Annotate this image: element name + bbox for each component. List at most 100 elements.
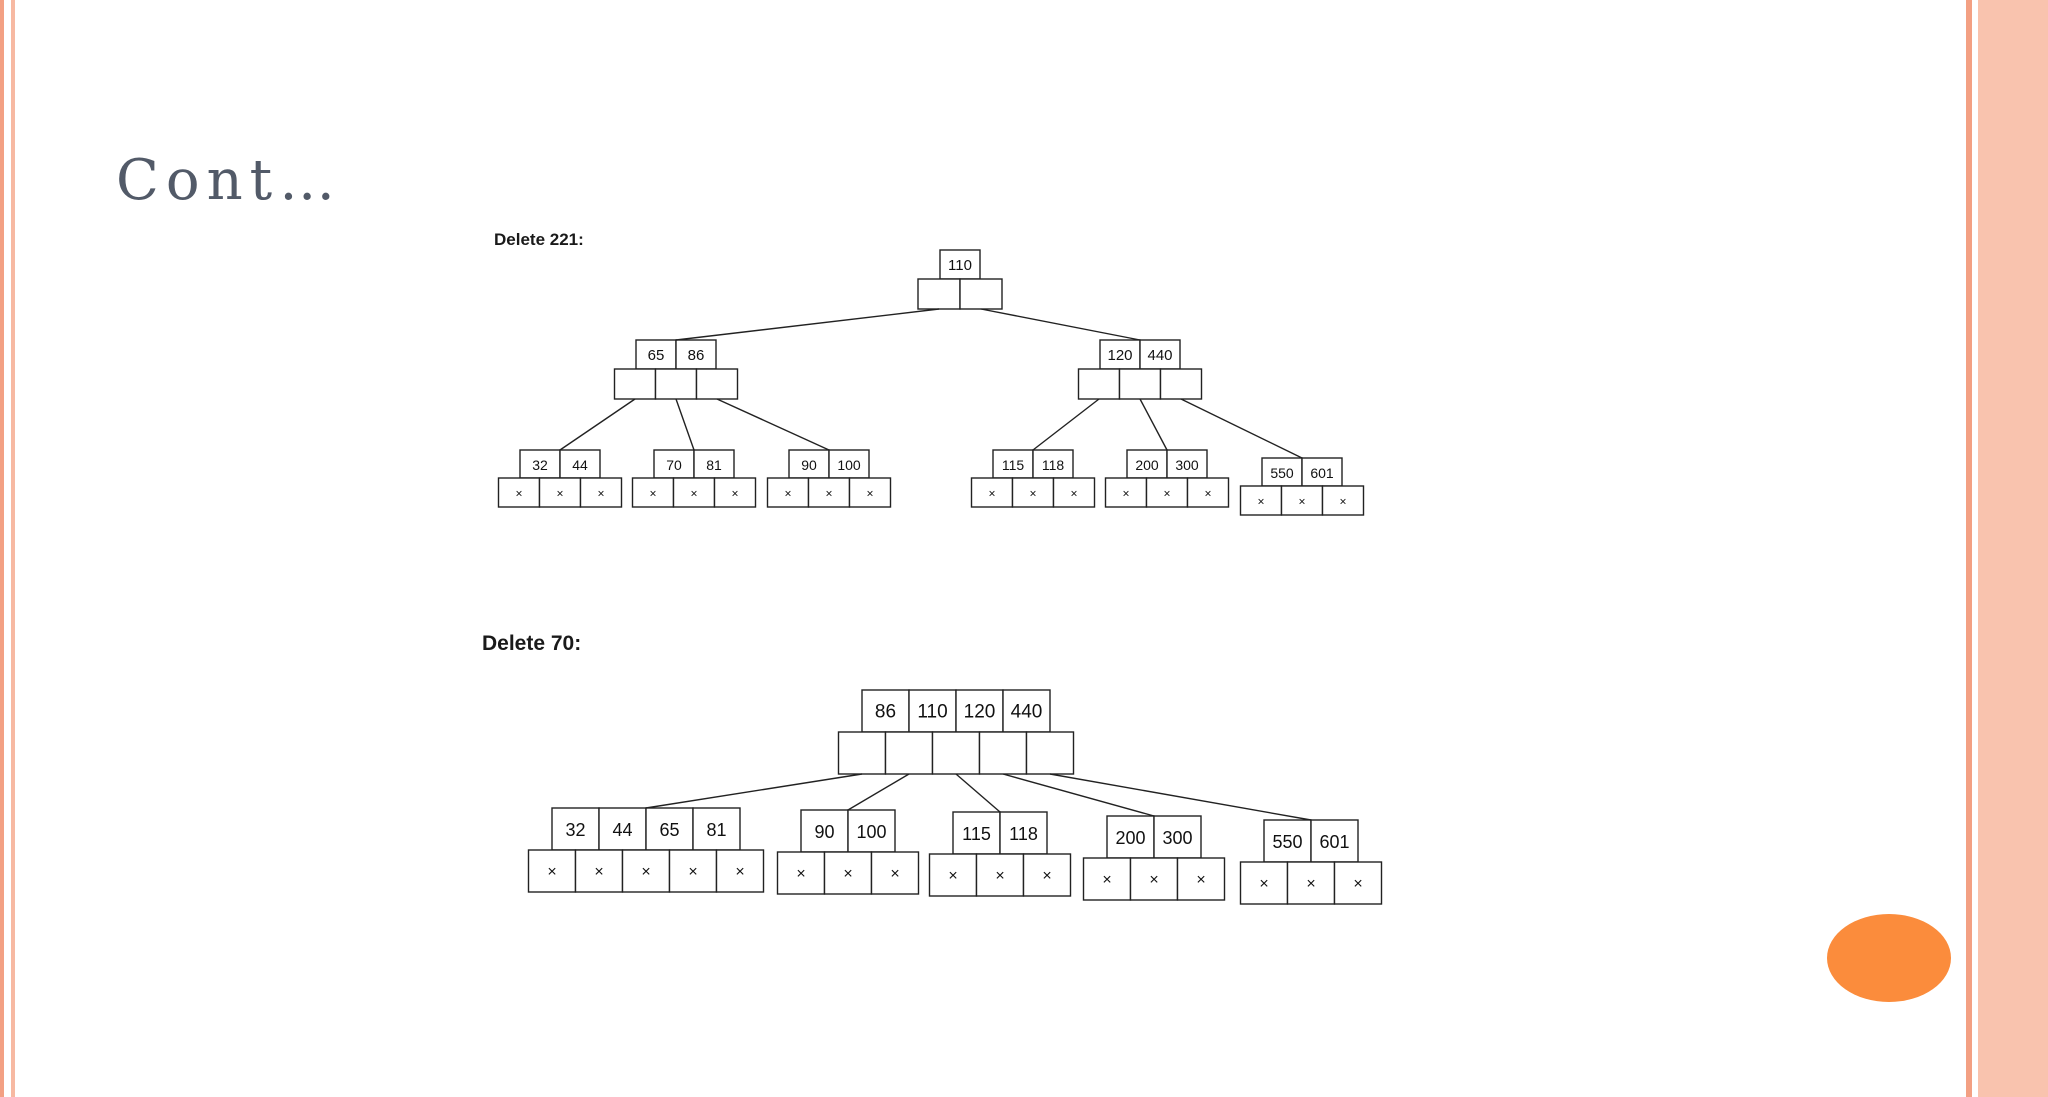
- d2-leaf-pointer-cell: [823, 851, 873, 895]
- d1-leaf-pointer-cell: [1145, 477, 1189, 508]
- d1-leaf-key-label: 118: [1042, 457, 1065, 473]
- d1-leaf-key-label: 200: [1135, 457, 1159, 473]
- d1-leaf-key-label: 90: [801, 457, 817, 473]
- d1-leaf-key-cell: [653, 449, 695, 479]
- d2-leaf-pointer-cell: [975, 853, 1025, 897]
- d1-leaf-pointer-cell: [848, 477, 892, 508]
- d1-internal-pointer-cell: [1077, 368, 1121, 400]
- d2-leaf-pointer-cell: [870, 851, 920, 895]
- d1-internal-key-label: 440: [1147, 347, 1172, 364]
- d2-leaf-key-label: 300: [1162, 828, 1192, 848]
- d1-edge: [559, 398, 636, 451]
- d1-internal-pointer-cell: [654, 368, 698, 400]
- d2-root-pointer-cell: [884, 731, 934, 775]
- d2-leaf-key-label: 32: [565, 820, 585, 840]
- d1-internal-key-cell: [675, 339, 717, 370]
- right-decor-band: [1972, 0, 2048, 1097]
- d1-internal-pointer-cell: [613, 368, 657, 400]
- d1-leaf-key-label: 601: [1310, 465, 1334, 481]
- d2-leaf-pointer-cell: [1333, 861, 1383, 905]
- d2-leaf-key-label: 100: [856, 822, 886, 842]
- d1-leaf-key-label: 550: [1270, 465, 1294, 481]
- d2-leaf-null-pointer: ×: [594, 864, 603, 881]
- d2-leaf-null-pointer: ×: [1259, 876, 1268, 893]
- d2-leaf-null-pointer: ×: [1306, 876, 1315, 893]
- d2-root-pointer-cell: [931, 731, 981, 775]
- btree-drawing: 110 65 86 120 440 32 44 × × × 70 81 × × × 90 100 × × × 115 11…: [497, 249, 1383, 905]
- d1-leaf-null-pointer: ×: [597, 487, 604, 501]
- d2-leaf-pointer-cell: [1082, 857, 1132, 901]
- slide-title: Cont…: [116, 148, 343, 213]
- d1-leaf-key-label: 44: [572, 457, 588, 473]
- d1-leaf-key-label: 32: [532, 457, 548, 473]
- d2-root-key-cell: [955, 689, 1004, 733]
- d2-root-key-label: 110: [917, 702, 947, 723]
- d1-leaf-null-pointer: ×: [1257, 495, 1264, 509]
- d2-leaf-key-label: 44: [612, 820, 632, 840]
- d2-leaf-null-pointer: ×: [641, 864, 650, 881]
- d2-root-key-cell: [861, 689, 910, 733]
- d1-internal-pointer-cell: [1118, 368, 1162, 400]
- d1-leaf-null-pointer: ×: [1122, 487, 1129, 501]
- d1-internal-key-label: 65: [648, 347, 665, 364]
- d2-leaf-null-pointer: ×: [1196, 872, 1205, 889]
- d1-root-pointer-cell: [959, 278, 1003, 310]
- d2-leaf-pointer-cell: [1022, 853, 1072, 897]
- d1-edge: [716, 398, 830, 451]
- d2-leaf-null-pointer: ×: [890, 866, 899, 883]
- d1-internal-pointer-cell: [1159, 368, 1203, 400]
- d1-leaf-key-label: 100: [837, 457, 861, 473]
- d2-root-pointer-cell: [837, 731, 887, 775]
- d1-leaf-null-pointer: ×: [556, 487, 563, 501]
- d2-edge: [1049, 773, 1312, 821]
- d2-leaf-null-pointer: ×: [735, 864, 744, 881]
- d1-leaf-null-pointer: ×: [690, 487, 697, 501]
- d2-leaf-pointer-cell: [574, 849, 624, 893]
- d2-leaf-pointer-cell: [621, 849, 671, 893]
- caption-delete-70: Delete 70:: [482, 632, 582, 655]
- d1-leaf-key-label: 70: [666, 457, 682, 473]
- d1-leaf-null-pointer: ×: [1070, 487, 1077, 501]
- d2-leaf-key-cell: [1153, 815, 1202, 859]
- d1-leaf-pointer-cell: [1186, 477, 1230, 508]
- d2-root-key-label: 86: [875, 702, 896, 723]
- d2-leaf-key-label: 550: [1272, 832, 1302, 852]
- d2-leaf-null-pointer: ×: [1149, 872, 1158, 889]
- d1-edge: [675, 398, 695, 451]
- d1-leaf-pointer-cell: [497, 477, 541, 508]
- d1-leaf-pointer-cell: [807, 477, 851, 508]
- d2-edge: [645, 773, 863, 809]
- caption-delete-221: Delete 221:: [494, 230, 584, 249]
- d1-leaf-null-pointer: ×: [731, 487, 738, 501]
- d1-leaf-pointer-cell: [538, 477, 582, 508]
- d1-leaf-null-pointer: ×: [784, 487, 791, 501]
- d1-leaf-null-pointer: ×: [988, 487, 995, 501]
- d1-leaf-key-label: 81: [706, 457, 722, 473]
- d2-leaf-key-label: 200: [1115, 828, 1145, 848]
- d1-internal-pointer-cell: [695, 368, 739, 400]
- d1-edge: [1180, 398, 1303, 459]
- d1-leaf-pointer-cell: [766, 477, 810, 508]
- d2-leaf-null-pointer: ×: [688, 864, 697, 881]
- d1-leaf-key-cell: [828, 449, 870, 479]
- d2-root-pointer-cell: [1025, 731, 1075, 775]
- d2-leaf-null-pointer: ×: [796, 866, 805, 883]
- d1-leaf-null-pointer: ×: [825, 487, 832, 501]
- slide-orb-decoration: [1827, 914, 1951, 1002]
- d1-leaf-pointer-cell: [1011, 477, 1055, 508]
- d1-leaf-key-label: 300: [1175, 457, 1199, 473]
- d2-leaf-key-label: 115: [962, 824, 991, 844]
- d2-leaf-key-cell: [1310, 819, 1359, 863]
- d2-root-key-label: 120: [964, 702, 996, 723]
- d2-leaf-null-pointer: ×: [843, 866, 852, 883]
- d2-leaf-pointer-cell: [1129, 857, 1179, 901]
- d1-leaf-pointer-cell: [1104, 477, 1148, 508]
- d2-edge: [847, 773, 910, 811]
- d1-leaf-pointer-cell: [631, 477, 675, 508]
- d1-internal-key-label: 120: [1107, 347, 1132, 364]
- d1-edge: [675, 308, 940, 341]
- d2-root-key-label: 440: [1011, 702, 1043, 723]
- d2-leaf-key-label: 601: [1319, 832, 1349, 852]
- d2-leaf-key-cell: [800, 809, 849, 853]
- d2-edge: [955, 773, 1001, 813]
